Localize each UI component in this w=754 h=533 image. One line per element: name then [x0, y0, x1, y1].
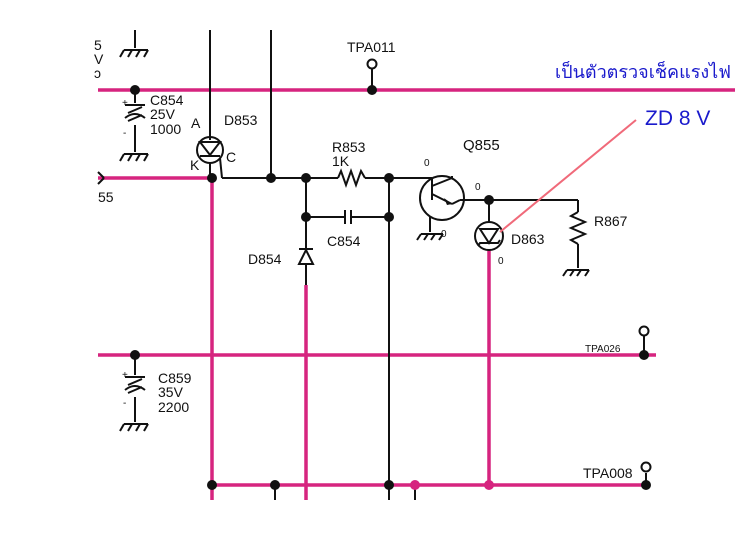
label-q855: Q855 — [463, 137, 500, 154]
label-c854b: C854 — [327, 233, 361, 249]
label-d853-c: C — [226, 149, 236, 165]
test-point-tpa026 — [638, 325, 650, 337]
label-tpa008: TPA008 — [583, 465, 633, 481]
label-c859-name: C859 — [158, 370, 192, 386]
label-left-v: V — [94, 51, 104, 67]
label-d863-0: 0 — [498, 256, 504, 267]
label-left-5: 5 — [94, 37, 102, 53]
diode-d853 — [196, 136, 224, 179]
left-arrow-stub — [97, 171, 105, 179]
ground-icon — [562, 269, 590, 277]
resistor-r853 — [337, 168, 366, 188]
label-q855-collector-0: 0 — [441, 229, 447, 240]
label-d853: D853 — [224, 112, 258, 128]
highlight-wires — [98, 88, 735, 500]
transistor-q855 — [419, 175, 465, 221]
label-d863: D863 — [511, 231, 545, 247]
zener-d863 — [474, 221, 504, 251]
label-d853-a: A — [191, 115, 201, 131]
label-c859-volt: 35V — [158, 384, 184, 400]
capacitor-c859 — [124, 376, 146, 394]
diode-d854 — [297, 247, 315, 265]
thai-note: เป็นตัวตรวจเช็คแรงไฟ — [555, 60, 731, 83]
label-c854-volt: 25V — [150, 106, 176, 122]
label-tpa011: TPA011 — [347, 39, 396, 55]
label-left-55: 55 — [98, 189, 114, 205]
label-r853-val: 1K — [332, 153, 350, 169]
left-arrow-stub — [97, 177, 105, 185]
capacitor-c854b — [344, 210, 352, 224]
ground-icon — [119, 153, 149, 162]
label-r853-name: R853 — [332, 139, 366, 155]
capacitor-c854 — [124, 104, 146, 122]
label-r867: R867 — [594, 213, 628, 229]
label-q855-emitter-0: 0 — [475, 182, 481, 193]
label-d854: D854 — [248, 251, 282, 267]
resistor-r867 — [568, 211, 588, 245]
ground-symbols — [119, 49, 590, 432]
label-d853-k: K — [190, 157, 200, 173]
label-minus-2: - — [123, 398, 126, 409]
zd-note: ZD 8 V — [645, 107, 710, 130]
test-point-tpa011 — [366, 58, 378, 70]
ground-icon — [119, 49, 149, 58]
test-point-tpa008 — [640, 461, 652, 473]
label-plus-2: + — [122, 370, 128, 381]
label-plus-1: + — [122, 98, 128, 109]
label-c854-cap: 1000 — [150, 121, 181, 137]
ground-icon — [119, 423, 149, 432]
label-left-o: ɔ — [94, 65, 101, 81]
label-minus-1: - — [123, 128, 126, 139]
label-tpa026: TPA026 — [585, 344, 621, 355]
junction-dots — [130, 85, 651, 490]
label-q855-base-0: 0 — [424, 158, 430, 169]
ground-icon — [416, 216, 444, 241]
label-c854-name: C854 — [150, 92, 184, 108]
label-c859-cap: 2200 — [158, 399, 189, 415]
zd-pointer-line — [499, 119, 637, 233]
